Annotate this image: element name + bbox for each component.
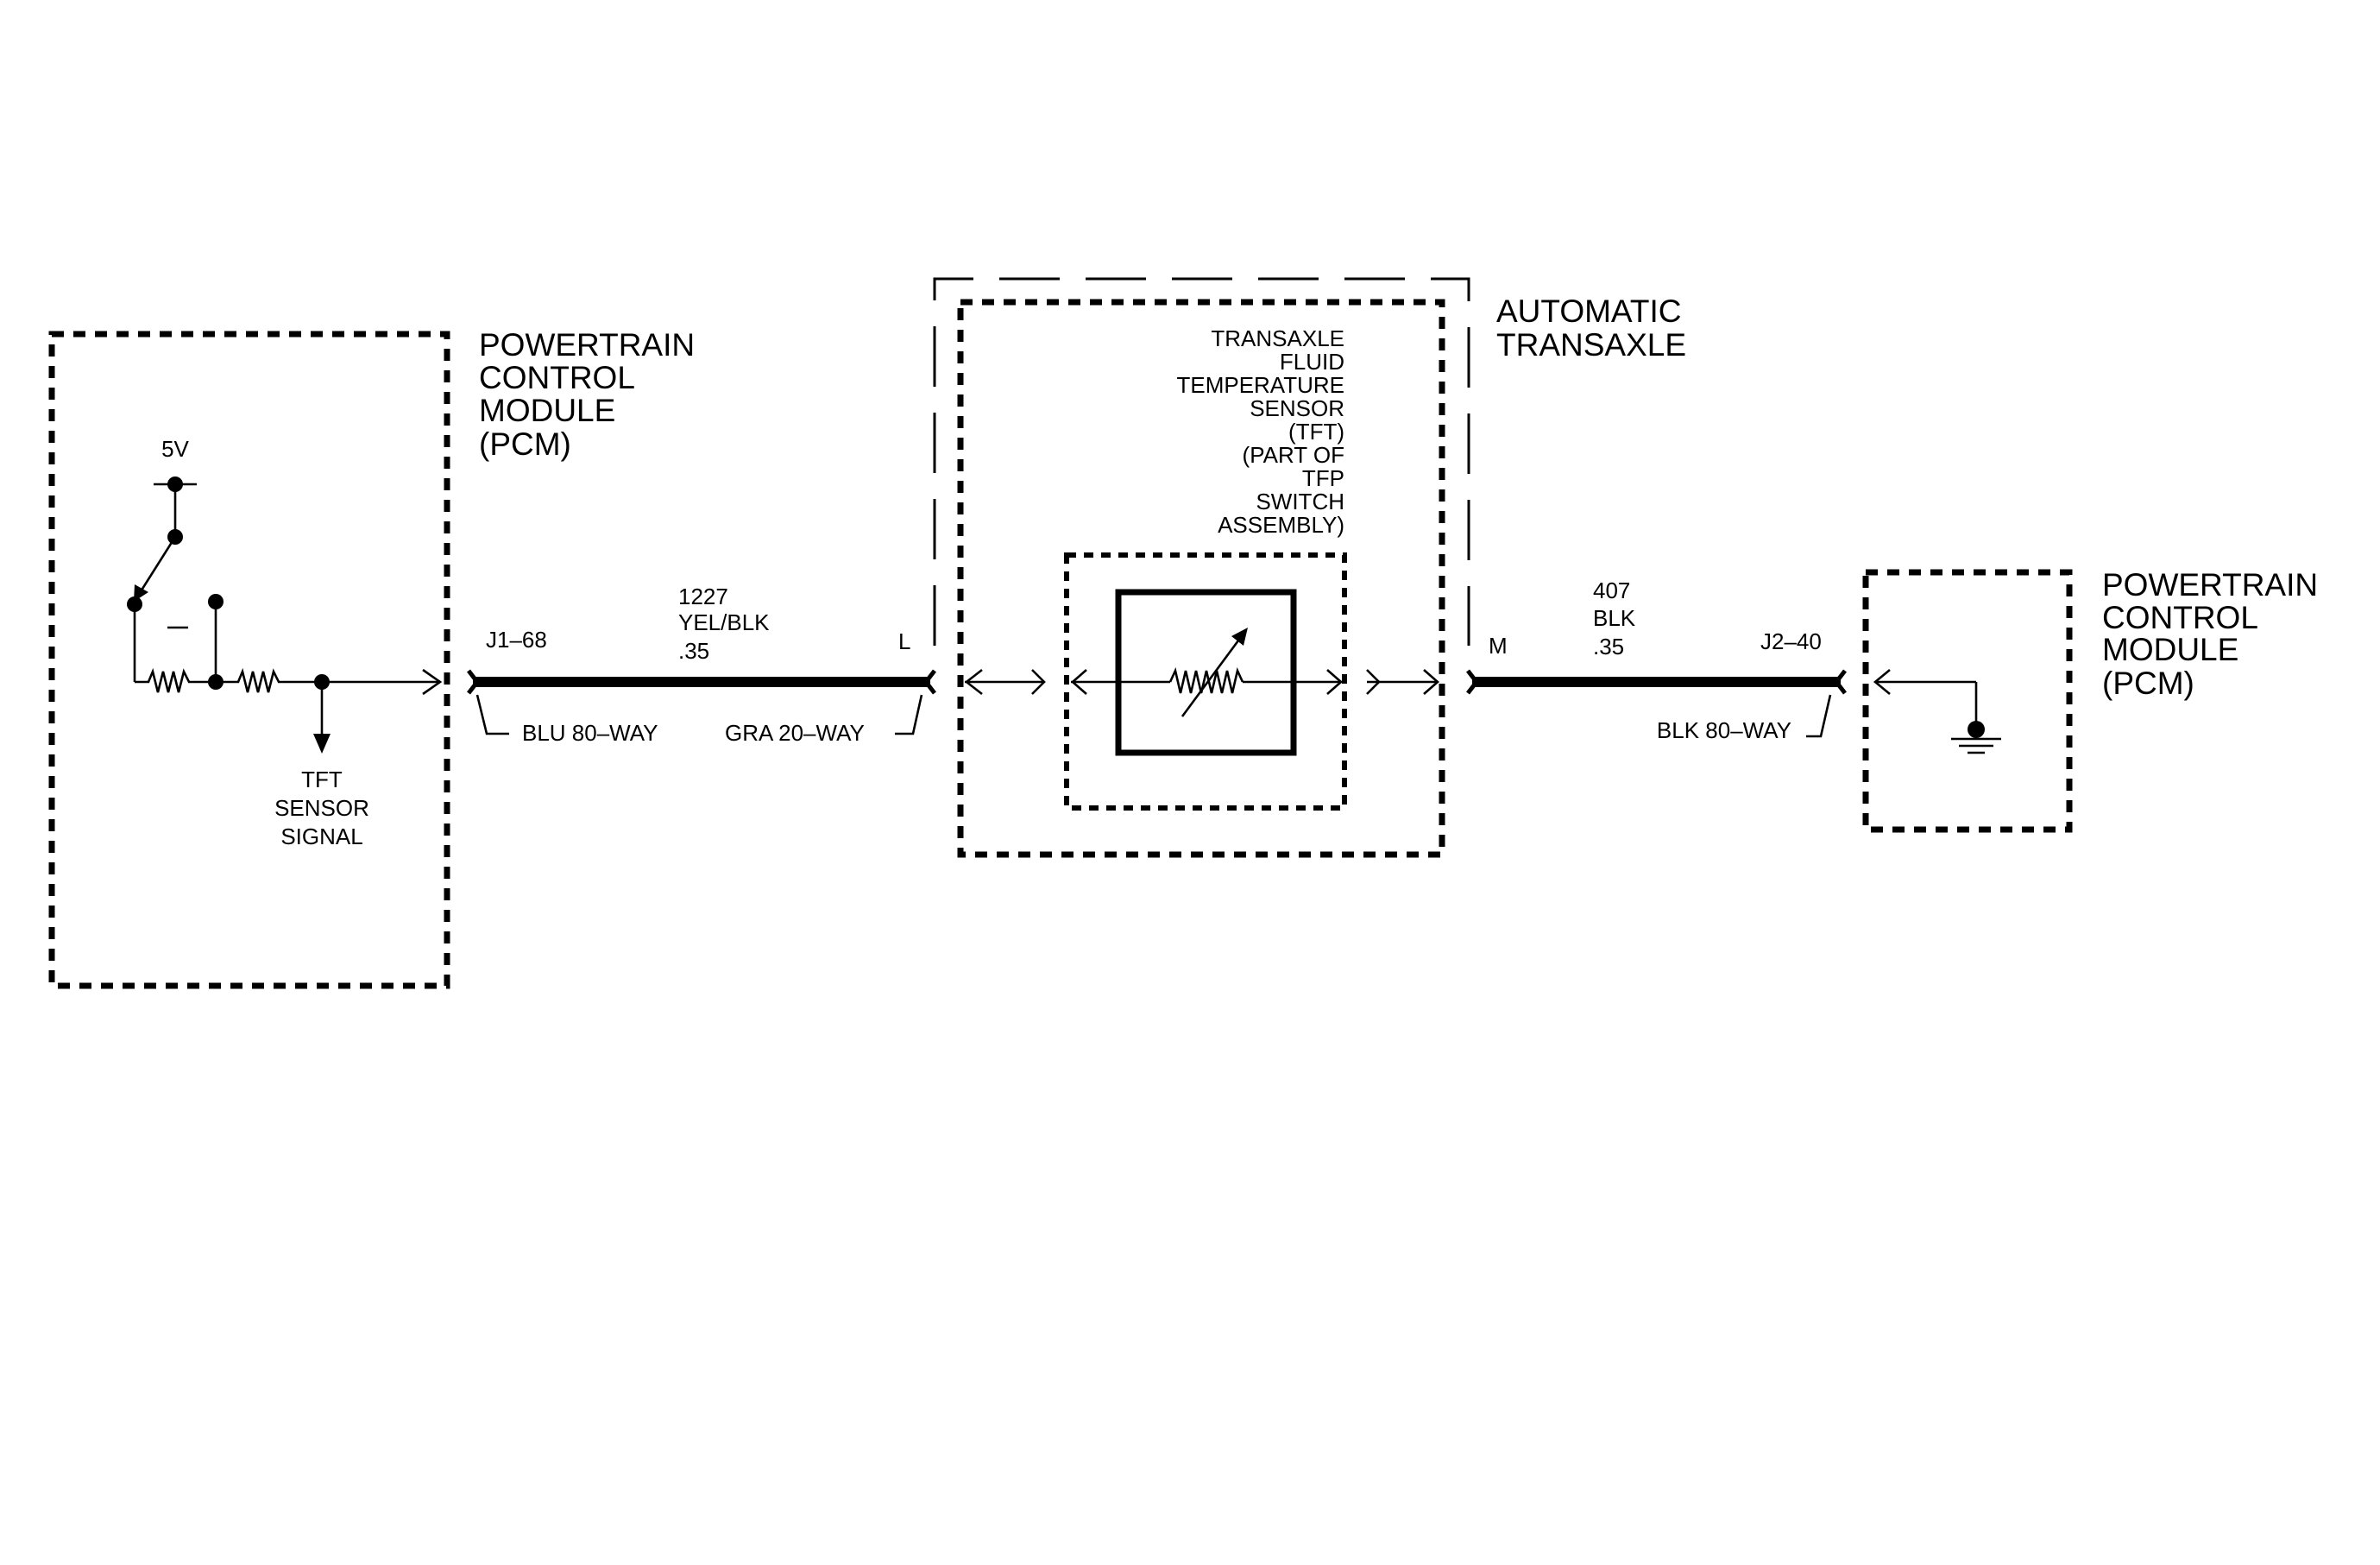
connector-arrow-icon [422,668,443,696]
thermistor-icon [1168,667,1244,694]
sensor-label-line-5: (TFT) [1288,419,1344,445]
pin-j1-68: J1–68 [486,627,547,653]
signal-label-line-1: TFT [301,767,343,792]
pcm-right-title-line-3: MODULE [2102,632,2238,667]
circuit-407-line-1: 407 [1593,577,1630,603]
connector-end-right [922,669,936,695]
sensor-label-line-2: FLUID [1280,349,1344,375]
transaxle-assembly: AUTOMATIC TRANSAXLE TRANSAXLE FLUID TEMP… [933,277,1686,858]
thermistor-housing [1115,589,1297,756]
pcm-right-module: POWERTRAIN CONTROL MODULE (PCM) [1862,567,2318,833]
ground-input-arrow-icon [1873,668,1891,696]
wire-407: M 407 BLK .35 J2–40 BLK 80–WAY [1466,577,1847,743]
tfp-switch-boundary [957,299,1445,858]
sensor-arrow-left-outer-icon [964,668,983,696]
circuit-1227-line-3: .35 [678,638,709,664]
circuit-407-line-3: .35 [1593,634,1624,659]
circuit-1227-line-1: 1227 [678,584,728,609]
transaxle-title-line-2: TRANSAXLE [1496,327,1686,363]
connector-bracket-left [475,694,509,735]
connector-end-m [1466,669,1480,695]
sensor-label-line-4: SENSOR [1250,395,1344,421]
pcm-left-title-line-2: CONTROL [479,360,635,395]
connector-blu-80-way: BLU 80–WAY [522,720,658,746]
pcm-left-title-line-1: POWERTRAIN [479,327,695,363]
connector-bracket-right [895,694,923,735]
pcm-right-title-line-4: (PCM) [2102,666,2194,701]
pcm-left-title-line-3: MODULE [479,393,615,428]
thermistor-arrowhead-icon [1231,628,1248,646]
pin-m: M [1489,633,1508,659]
transaxle-boundary [933,277,1470,646]
thermistor-variable-arrow [1181,636,1243,717]
pcm-left-title-line-4: (PCM) [479,426,571,462]
signal-label-line-2: SENSOR [274,795,369,821]
sensor-label-line-3: TEMPERATURE [1176,372,1344,398]
pullup-resistor-icon [135,667,216,693]
pcm-right-title-line-2: CONTROL [2102,600,2258,635]
sensor-label-line-9: ASSEMBLY) [1218,512,1344,538]
sensor-label-line-1: TRANSAXLE [1211,325,1344,351]
circuit-407-line-2: BLK [1593,605,1636,631]
sensor-arrow-right-inner-icon [1366,669,1381,695]
connector-gra-20-way: GRA 20–WAY [725,720,865,746]
connector-end-j2 [1833,669,1847,695]
tft-sensor-boundary [1064,552,1347,811]
series-resistor-icon [216,667,322,693]
transaxle-title-line-1: AUTOMATIC [1496,293,1681,329]
connector-bracket-j2 [1806,694,1832,738]
sensor-label-line-8: SWITCH [1256,489,1344,514]
connector-end-left [467,669,481,695]
circuit-1227-line-2: YEL/BLK [678,609,770,635]
pcm-left-boundary [48,331,450,989]
connector-blk-80-way: BLK 80–WAY [1657,717,1791,743]
sensor-arrow-left-inner-icon [1031,669,1046,695]
pcm-right-boundary [1862,569,2073,833]
signal-label-line-3: SIGNAL [280,824,362,849]
ground-node [1968,721,1985,738]
sensor-label-line-6: (PART OF [1243,442,1344,468]
wire-1227: J1–68 1227 YEL/BLK .35 L BLU 80–WAY GRA … [467,584,936,746]
pcm-left-module: POWERTRAIN CONTROL MODULE (PCM) 5V TFT S… [48,327,695,989]
sensor-arrow-right-box-icon [1326,669,1343,695]
switch-blade [136,536,177,596]
signal-arrow-icon [313,734,331,754]
pin-l: L [898,628,910,654]
sensor-arrow-left-box-icon [1071,669,1087,695]
pcm-right-title-line-1: POWERTRAIN [2102,567,2318,603]
sensor-arrow-right-outer-icon [1423,669,1439,695]
sensor-label-line-7: TFP [1302,465,1344,491]
pin-j2-40: J2–40 [1760,628,1822,654]
voltage-label: 5V [161,436,189,462]
